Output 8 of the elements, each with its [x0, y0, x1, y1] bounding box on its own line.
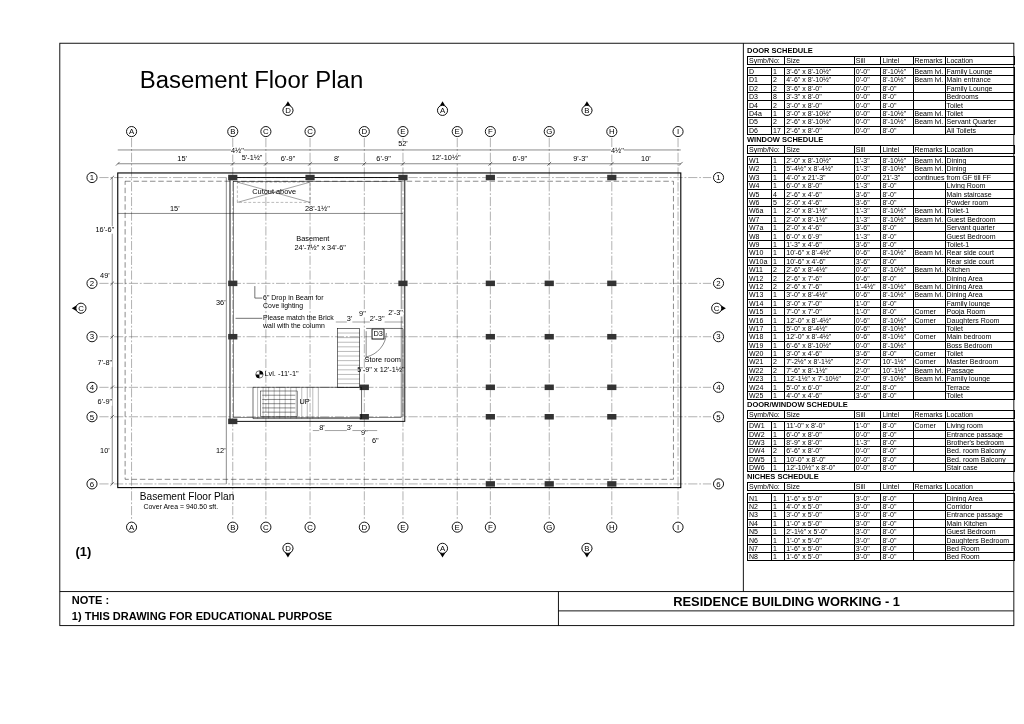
drawing-number: (1) — [75, 544, 92, 558]
note-heading: NOTE : — [71, 595, 110, 607]
drawing-title: Basement Floor Plan — [139, 68, 364, 92]
sheet-title: RESIDENCE BUILDING WORKING - 1 — [673, 595, 901, 609]
plan-caption: Basement Floor Plan — [139, 491, 235, 502]
leader-line — [254, 285, 263, 299]
note-text: 1) THIS DRAWING FOR EDUCATIONAL PURPOSE — [71, 610, 333, 622]
leader-line — [235, 318, 263, 319]
